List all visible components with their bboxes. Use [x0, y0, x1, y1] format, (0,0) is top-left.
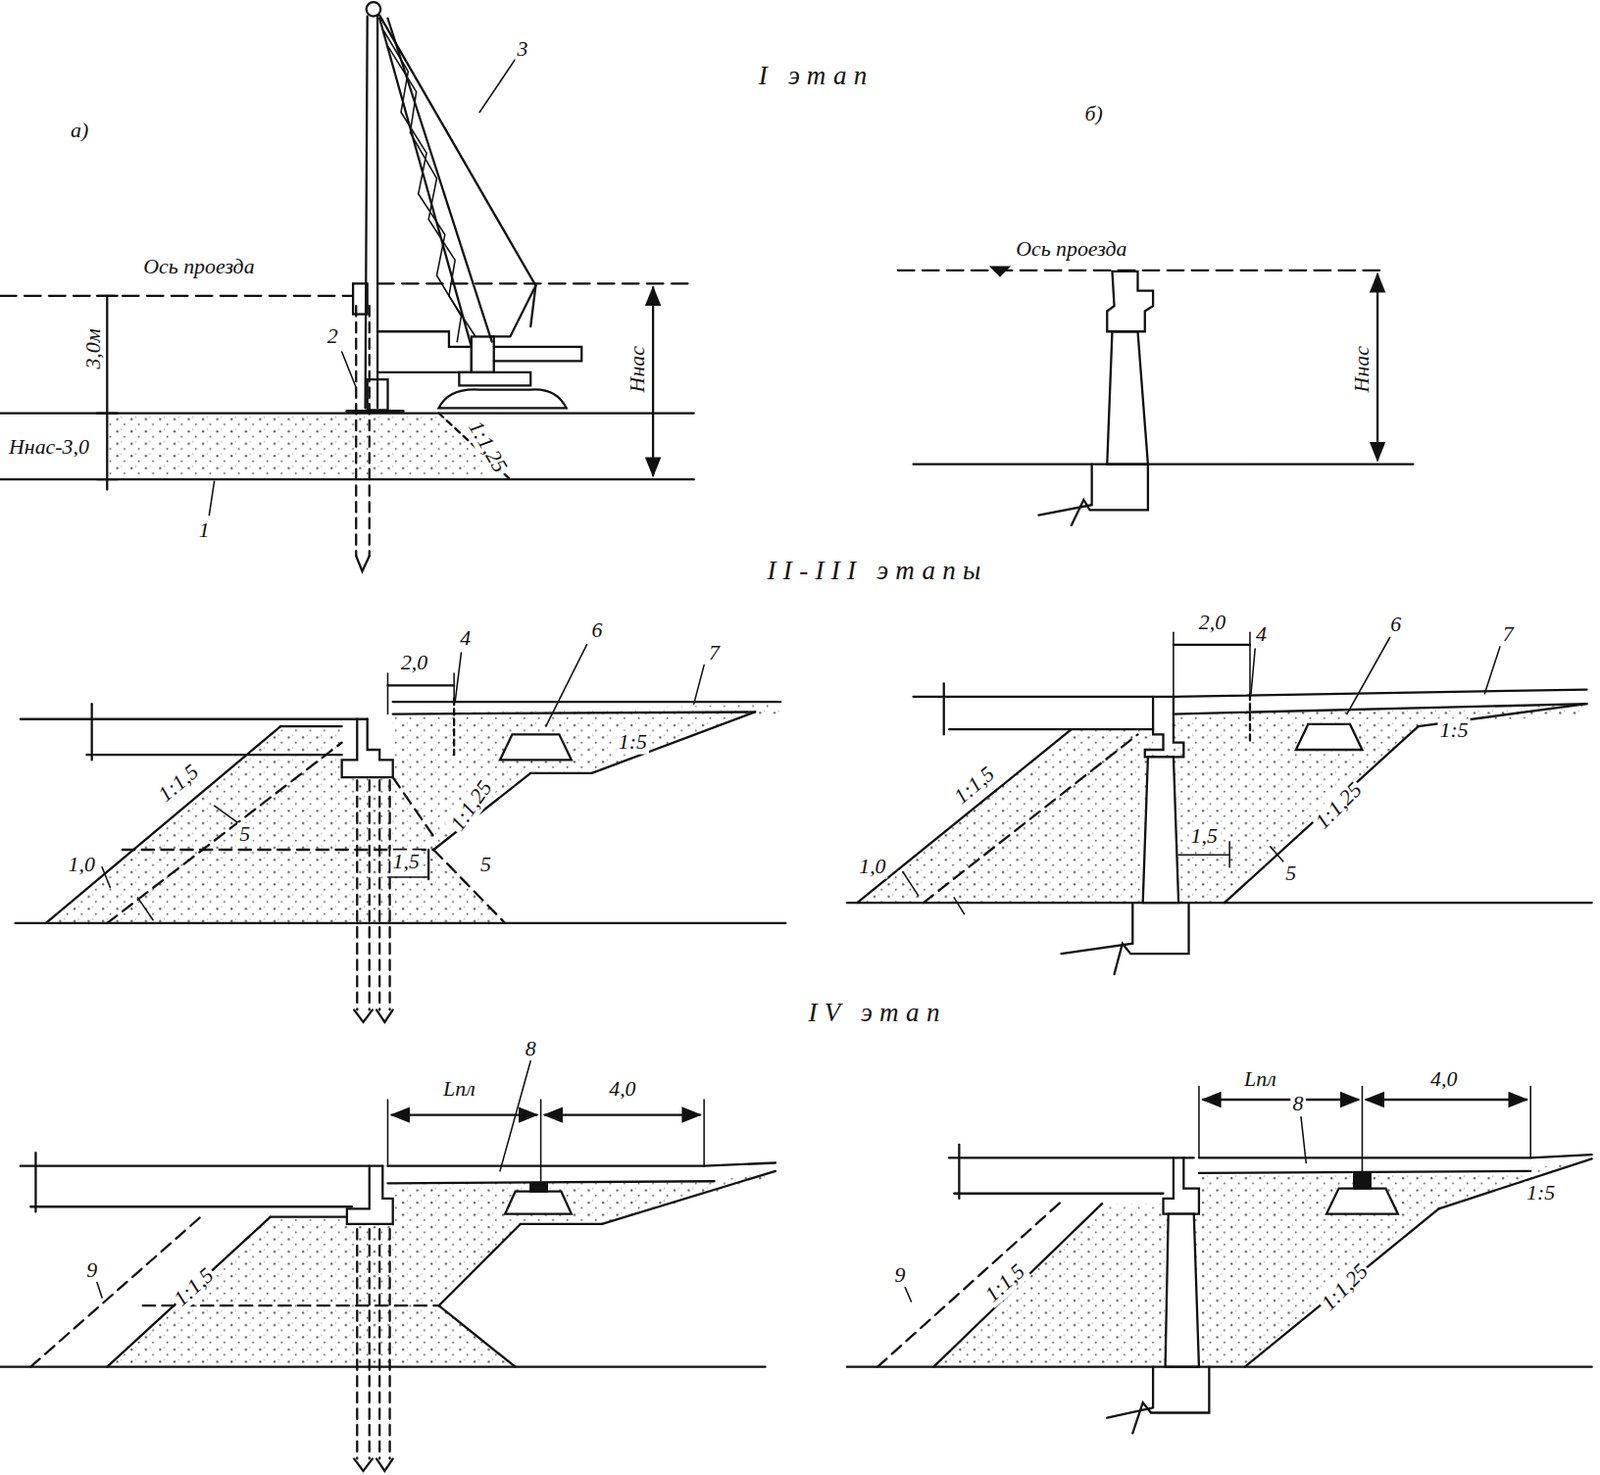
- drawing-label: 2,0: [1197, 610, 1228, 635]
- drawing-label: 9: [892, 1263, 907, 1288]
- drawing-label: 1,5: [1188, 824, 1219, 849]
- drawing-label: Hнас: [625, 344, 650, 395]
- drawing-label: 7: [1500, 622, 1516, 647]
- drawing-label: 3,0м: [82, 326, 106, 371]
- drawing-label: 1:5: [1524, 1182, 1557, 1206]
- drawing-label: 5: [478, 853, 494, 878]
- drawing-label: б): [1083, 102, 1105, 127]
- drawing-label: 6: [1388, 612, 1403, 637]
- drawing-label: а): [68, 118, 91, 143]
- drawing-label: Lпл: [1242, 1067, 1279, 1092]
- drawing-label: 5: [1283, 861, 1299, 886]
- drawing-label: 1,0: [66, 853, 98, 878]
- drawing-label: 1:5: [1437, 718, 1470, 743]
- drawing-label: 1:5: [616, 731, 650, 755]
- drawing-label: 5: [237, 822, 252, 847]
- drawing-label: Ось проезда: [141, 255, 256, 280]
- drawing-label: 3: [514, 37, 530, 61]
- drawing-label: 4: [457, 627, 473, 651]
- drawing-label: 9: [84, 1258, 100, 1283]
- drawing-label: Ось проезда: [1013, 237, 1129, 261]
- drawing-label: 1: [197, 518, 212, 543]
- stage-heading: I этап: [756, 61, 877, 92]
- drawing-label: 2: [325, 324, 341, 349]
- drawing-label: 1,5: [390, 850, 421, 874]
- stage-heading: II-III этапы: [764, 556, 990, 587]
- drawing-label: 8: [1290, 1092, 1305, 1116]
- stage-heading: IV этап: [805, 999, 950, 1029]
- drawing-label: 4,0: [606, 1078, 638, 1102]
- drawing-label: Hнас-3,0: [6, 435, 92, 459]
- drawing-label: 1,0: [856, 855, 888, 880]
- drawing-label: Lпл: [441, 1078, 478, 1102]
- drawing-label: 4: [1253, 622, 1269, 647]
- drawing-label: 4,0: [1428, 1067, 1459, 1092]
- drawing-label: 6: [589, 618, 604, 643]
- drawing-label: Hнас: [1350, 344, 1374, 395]
- drawing-label: 7: [706, 641, 722, 665]
- drawing-label: 2,0: [399, 651, 430, 676]
- drawing-label: 8: [523, 1037, 539, 1061]
